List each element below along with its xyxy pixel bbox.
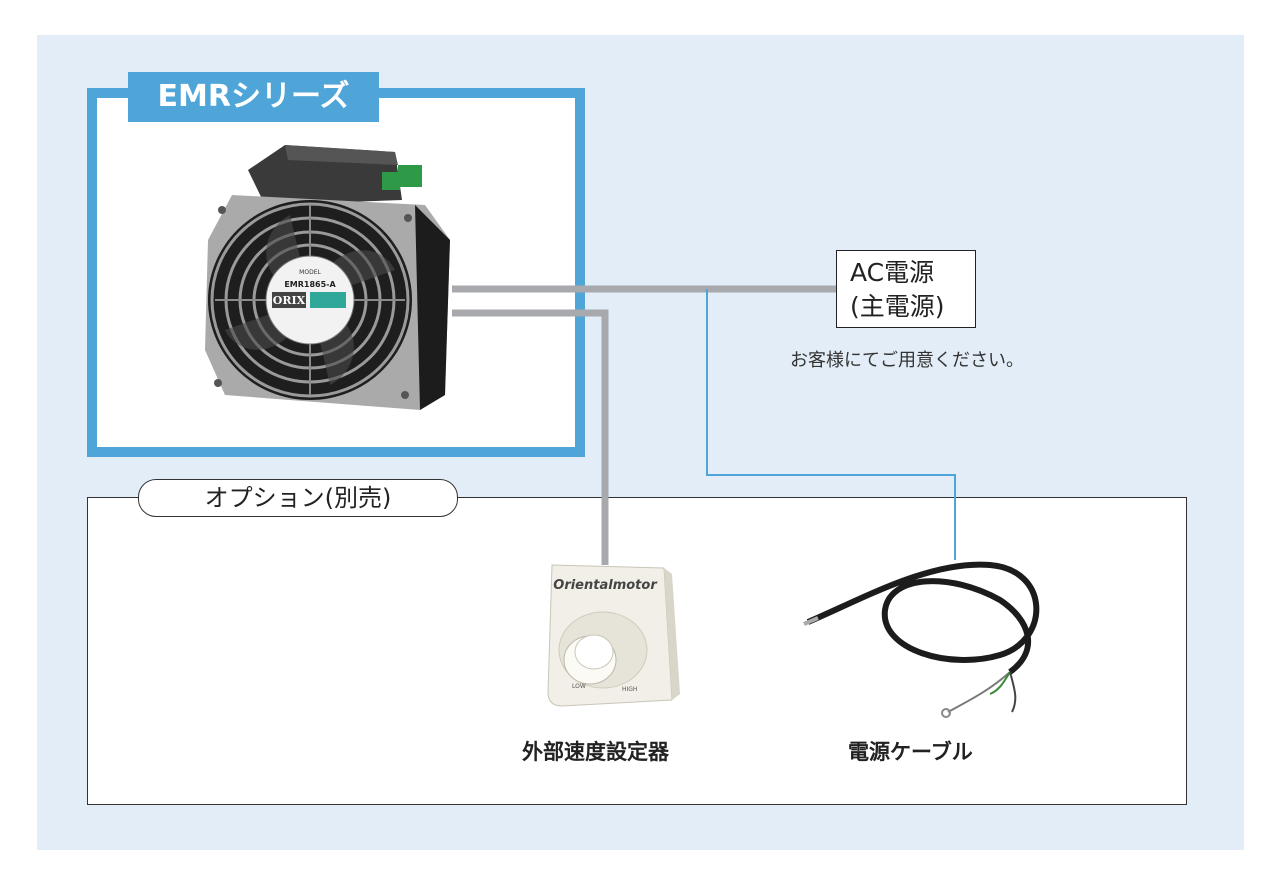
svg-text:EMR1865-A: EMR1865-A (284, 280, 336, 289)
ac-power-box: AC電源 (主電源) (836, 250, 976, 328)
power-cable-label: 電源ケーブル (848, 740, 973, 764)
speed-controller-illustration: Orientalmotor LOW HIGH (547, 564, 680, 707)
series-title: EMRシリーズ (128, 72, 379, 122)
svg-text:ORIX: ORIX (273, 294, 306, 307)
ac-power-line2: (主電源) (850, 292, 945, 321)
connector-icon (398, 165, 422, 187)
speed-controller-label: 外部速度設定器 (522, 740, 669, 764)
speed-controller-wire (452, 309, 609, 565)
power-cable-wire (706, 289, 956, 560)
ac-power-note: お客様にてご用意ください。 (790, 350, 1024, 371)
svg-text:Orientalmotor: Orientalmotor (553, 578, 658, 593)
options-label: オプション(別売) (138, 479, 458, 517)
fan-illustration: MODEL EMR1865-A ORIX (205, 145, 450, 410)
ac-power-line1: AC電源 (850, 258, 935, 287)
svg-text:LOW: LOW (572, 683, 586, 690)
svg-text:HIGH: HIGH (622, 686, 637, 693)
power-cable-illustration (803, 561, 1040, 718)
svg-text:MODEL: MODEL (299, 269, 321, 276)
